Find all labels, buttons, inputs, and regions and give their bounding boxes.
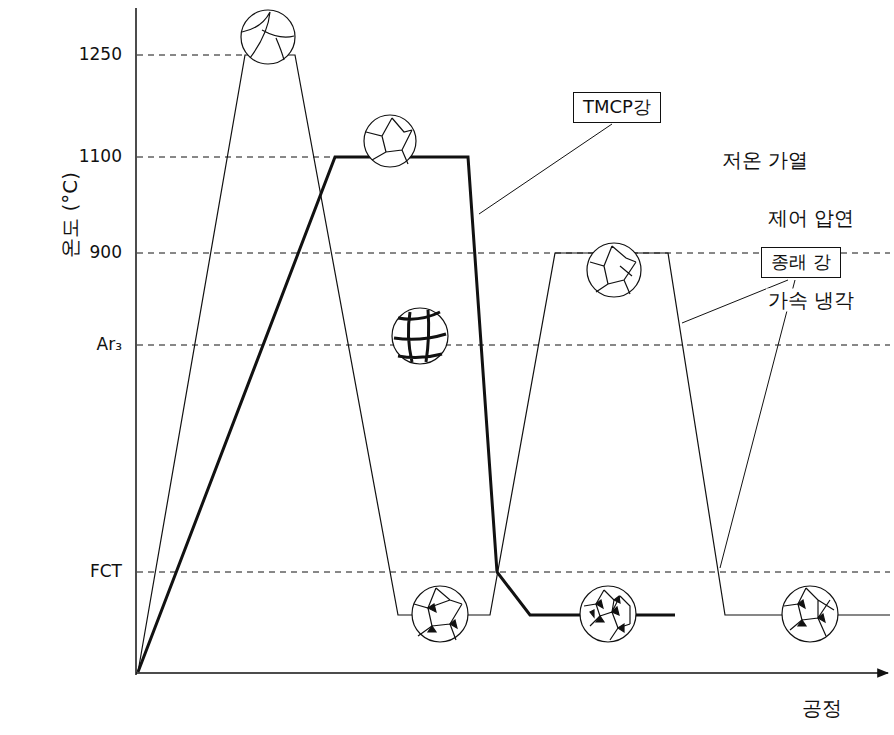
steel-label-box: TMCP강 [573, 92, 661, 123]
process-step: 제어 압연 [766, 207, 856, 230]
axis-title: 공정 [800, 697, 844, 720]
tick-label: 900 [88, 243, 124, 263]
axes [136, 8, 888, 675]
box-label: 종래 강 [771, 252, 831, 273]
process-step: 가속 냉각 [766, 289, 856, 312]
tick-label: Ar₃ [95, 335, 124, 355]
microstructure-circles [241, 10, 838, 642]
tick-label: 1100 [77, 147, 124, 167]
leader-lines [479, 124, 795, 568]
conventional-curve [138, 55, 890, 672]
axis-title: 온도 (°C) [59, 170, 82, 260]
process-step: 저온 가열 [720, 149, 810, 172]
steel-label-box: 종래 강 [761, 247, 841, 278]
box-label: TMCP강 [583, 97, 651, 118]
tick-label: 1250 [77, 45, 124, 65]
reference-lines [137, 55, 890, 572]
tick-label: FCT [88, 562, 124, 582]
tmcp-curve [138, 157, 675, 672]
